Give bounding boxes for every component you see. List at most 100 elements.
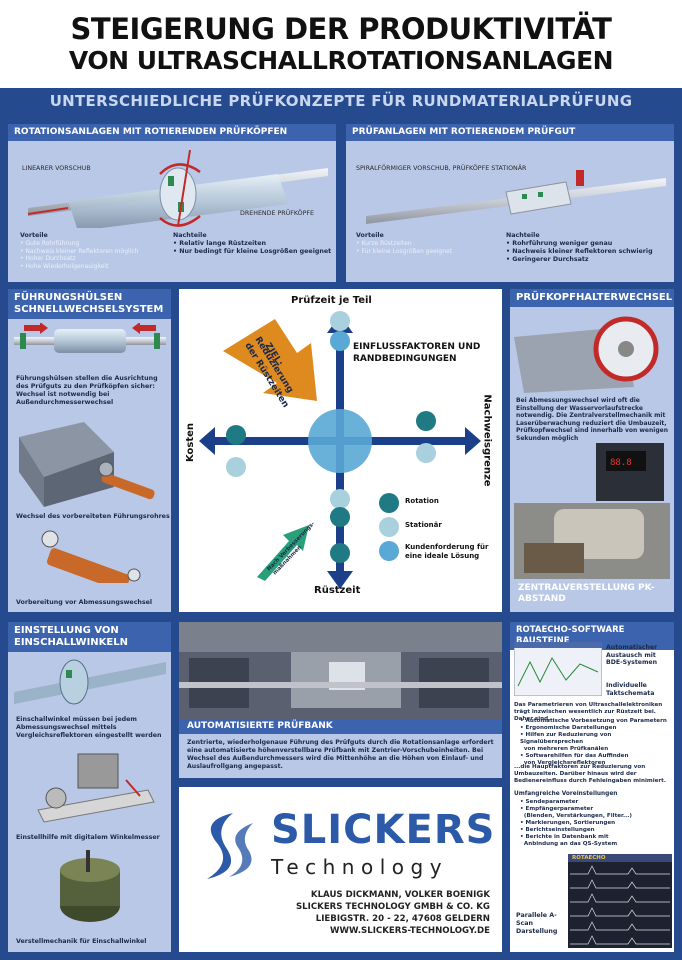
legend-rotation: Rotation bbox=[405, 497, 439, 505]
panel-guide-sleeves: FÜHRUNGSHÜLSEN SCHNELLWECHSELSYSTEM Führ… bbox=[8, 289, 171, 612]
angle-meter-photo bbox=[37, 753, 155, 823]
arrow-down bbox=[327, 571, 353, 589]
pros-item: • Hohe Wiederholgenauigkeit bbox=[20, 262, 109, 270]
slickers-logo-icon bbox=[207, 813, 253, 879]
caption-angle-meter: Einstellhilfe mit digitalem Winkelmesser bbox=[16, 834, 160, 841]
panel-rotating-part: PRÜFANLAGEN MIT ROTIERENDEM PRÜFGUT SPIR… bbox=[346, 124, 674, 282]
sleeve-illustration bbox=[14, 323, 166, 353]
bank-header-bar bbox=[179, 720, 502, 734]
bottom-rotation-marker-2 bbox=[330, 543, 350, 563]
axis-right-label: Nachweisgrenze bbox=[481, 394, 493, 487]
list-item: • Automatische Vorbesetzung von Paramete… bbox=[520, 718, 667, 724]
legend-customer: Kundenforderung für eine ideale Lösung bbox=[405, 543, 489, 560]
cons-block: Nachteile • Relativ lange Rüstzeiten • N… bbox=[173, 232, 333, 256]
improvement-arrow-text: Nach Verbesserungs- bbox=[266, 521, 316, 572]
customer-demand-circle bbox=[308, 409, 372, 473]
cons-item: • Nachweis kleiner Reflektoren schwierig bbox=[506, 248, 653, 255]
improvement-arrow bbox=[257, 525, 309, 581]
arrow-right bbox=[465, 427, 481, 455]
note-cycles: Individuelle Taktschemata bbox=[606, 682, 655, 697]
list-item: • Markierungen, Sortierungen bbox=[520, 820, 616, 826]
goal-arrow bbox=[223, 319, 317, 401]
cons-item: • Rohrführung weniger genau bbox=[506, 240, 613, 247]
legend-rotation-swatch bbox=[379, 493, 399, 513]
software-list-2: • Sendeparameter • Empfängerparameter (B… bbox=[520, 799, 670, 848]
influence-diagram: ZIEL: Reduzierung der Rüstzeiten Nach Ve… bbox=[179, 289, 502, 612]
angle-tube-illustration bbox=[14, 659, 166, 705]
pros-item: • Hoher Durchsatz bbox=[20, 255, 76, 262]
pros-item: • Für kleine Losgrößen geeignet bbox=[356, 247, 453, 255]
panel-header: AUTOMATISIERTE PRÜFBANK bbox=[187, 721, 333, 731]
left-rotation-marker bbox=[226, 425, 246, 445]
software-list-1: • Automatische Vorbesetzung von Paramete… bbox=[520, 718, 670, 767]
test-bench-photo bbox=[179, 622, 502, 720]
axis-bottom-label: Rüstzeit bbox=[314, 585, 361, 596]
factors-label: EINFLUSSFAKTOREN UND RANDBEDINGUNGEN bbox=[353, 342, 481, 364]
bottom-stationary-marker bbox=[330, 489, 350, 509]
cons-title: Nachteile bbox=[173, 232, 207, 239]
panel-header: EINSTELLUNG VON EINSCHALLWINKELN bbox=[8, 622, 171, 652]
list-item: Anbindung an das QS-System bbox=[520, 841, 618, 847]
svg-text:88.8: 88.8 bbox=[610, 458, 632, 468]
cons-title: Nachteile bbox=[506, 232, 540, 239]
pros-block: Vorteile • Kurze Rüstzeiten • Für kleine… bbox=[356, 232, 506, 255]
label-linear-feed: LINEARER VORSCHUB bbox=[22, 165, 91, 172]
cons-item: • Geringerer Durchsatz bbox=[506, 256, 589, 263]
list-item: • Empfängerparameter bbox=[520, 806, 594, 812]
cons-item: • Nur bedingt für kleine Losgrößen geeig… bbox=[173, 248, 332, 255]
list-item: • Sendeparameter bbox=[520, 799, 579, 805]
pros-item: • Nachweis kleiner Reflektoren möglich bbox=[20, 247, 139, 255]
top-customer-marker bbox=[330, 331, 350, 351]
caption-tube-change: Wechsel des vorbereiteten Führungsrohres bbox=[16, 513, 170, 520]
pros-block: Vorteile • Gute Rohrführung • Nachweis k… bbox=[20, 232, 170, 270]
right-stationary-marker bbox=[416, 443, 436, 463]
software-middle: ...die Hauptfaktoren zur Reduzierung von… bbox=[514, 764, 666, 784]
bottom-rotation-marker-1 bbox=[330, 507, 350, 527]
legend-stationary-swatch bbox=[379, 517, 399, 537]
list-item: • Softwarehilfen für das Auffinden bbox=[520, 753, 629, 759]
logo-subtitle: Technology bbox=[271, 855, 449, 879]
panel-rotating-heads: ROTATIONSANLAGEN MIT ROTIERENDEN PRÜFKÖP… bbox=[8, 124, 336, 282]
panel-header: PRÜFKOPFHALTERWECHSEL bbox=[510, 289, 674, 307]
title-line-1: STEIGERUNG DER PRODUKTIVITÄT bbox=[70, 12, 612, 46]
axis-left-label: Kosten bbox=[185, 422, 197, 463]
panel-holder-change: PRÜFKOPFHALTERWECHSEL Bei Abmessungswech… bbox=[510, 289, 674, 612]
cons-item: • Relativ lange Rüstzeiten bbox=[173, 240, 267, 247]
left-stationary-marker bbox=[226, 457, 246, 477]
settings-title: Umfangreiche Voreinstellungen bbox=[514, 791, 618, 797]
list-item: (Blenden, Verstärkungen, Filter...) bbox=[520, 813, 632, 819]
panel-test-bench: AUTOMATISIERTE PRÜFBANK Zentrierte, wied… bbox=[179, 622, 502, 778]
angle-mechanism-photo bbox=[60, 850, 120, 922]
central-adjustment-photo bbox=[514, 503, 670, 579]
holder-illustration bbox=[514, 316, 659, 393]
software-screenshot-1 bbox=[514, 642, 602, 696]
tube-photo bbox=[41, 530, 141, 583]
sleeve-machine-photo bbox=[19, 422, 155, 507]
poster-subtitle: UNTERSCHIEDLICHE PRÜFKONZEPTE FÜR RUNDMA… bbox=[49, 92, 633, 110]
rotating-heads-illustration bbox=[28, 149, 328, 228]
axis-top-label: Prüfzeit je Teil bbox=[291, 295, 372, 306]
legend-stationary: Stationär bbox=[405, 521, 442, 529]
list-item: • Hilfen zur Reduzierung von Signalübers… bbox=[520, 732, 612, 745]
panel-header: FÜHRUNGSHÜLSEN SCHNELLWECHSELSYSTEM bbox=[8, 289, 171, 319]
diagram-svg: ZIEL: Reduzierung der Rüstzeiten Nach Ve… bbox=[199, 311, 481, 589]
pros-item: • Kurze Rüstzeiten bbox=[356, 240, 412, 247]
rotating-part-illustration bbox=[366, 170, 666, 224]
company-address-block: KLAUS DICKMANN, VOLKER BOENIGK SLICKERS … bbox=[296, 889, 490, 937]
label-spiral-feed: SPIRALFÖRMIGER VORSCHUB, PRÜFKÖPFE STATI… bbox=[356, 165, 527, 172]
list-item: • Berichtseinstellungen bbox=[520, 827, 595, 833]
label-rotating-heads: DREHENDE PRÜFKÖPFE bbox=[240, 210, 314, 217]
list-item: von mehreren Prüfkanälen bbox=[520, 746, 609, 752]
authors: KLAUS DICKMANN, VOLKER BOENIGK bbox=[310, 890, 490, 900]
software-intro: Das Parametrieren von Ultraschallelektro… bbox=[514, 702, 663, 722]
pros-title: Vorteile bbox=[356, 232, 384, 239]
note-ascan: Parallele A-Scan Darstellung bbox=[516, 912, 558, 935]
logo-name: SLICKERS bbox=[271, 807, 496, 853]
bank-text: Zentrierte, wiederholgenaue Führung des … bbox=[187, 739, 494, 770]
angle-text: Einschallwinkel müssen bei jedem Abmessu… bbox=[16, 716, 162, 739]
title-line-2: VON ULTRASCHALLROTATIONSANLAGEN bbox=[68, 46, 614, 75]
caption-angle-mechanism: Verstellmechanik für Einschallwinkel bbox=[16, 938, 147, 945]
list-item: • Ergonomische Darstellungen bbox=[520, 725, 617, 731]
note-bde: Automatischer Austausch mit BDE-Systemen bbox=[606, 644, 658, 666]
panel-software: ROTAECHO-SOFTWARE BAUSTEINE Automatische… bbox=[510, 622, 674, 952]
